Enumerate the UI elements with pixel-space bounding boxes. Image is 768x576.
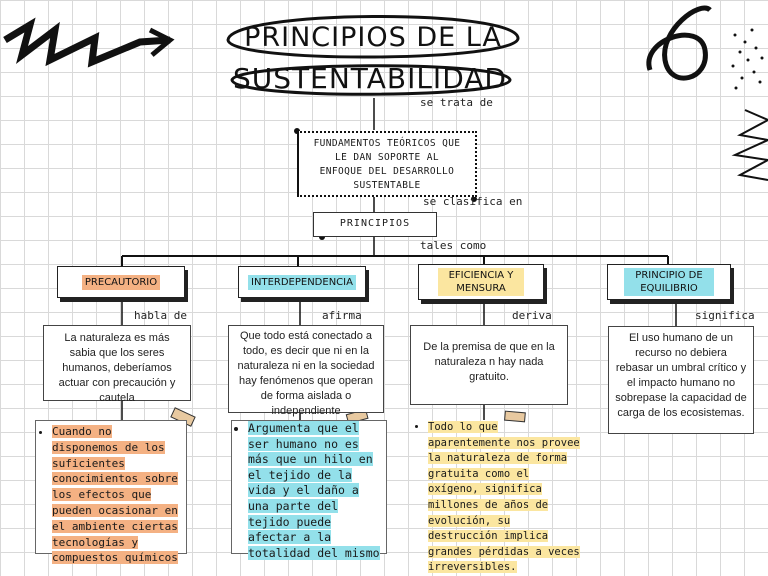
definition-box: FUNDAMENTOS TEÓRICOS QUE LE DAN SOPORTE … [297, 131, 477, 197]
description-equilibrio: El uso humano de un recurso no debiera r… [608, 326, 754, 434]
description-text: La naturaleza es más sabia que los seres… [58, 332, 176, 404]
note-item: Cuando no disponemos de los suficientes … [52, 424, 184, 566]
verb-habla-de: habla de [134, 309, 187, 322]
description-text: De la premisa de que en la naturaleza n … [423, 341, 555, 383]
header-label: PRECAUTORIO [81, 274, 161, 290]
description-interdependencia: Que todo está conectado a todo, es decir… [228, 325, 384, 417]
description-eficiencia: De la premisa de que en la naturaleza n … [410, 325, 568, 405]
verb-significa: significa [695, 309, 755, 322]
title-frame-bottom [230, 64, 512, 96]
note-precautorio: Cuando no disponemos de los suficientes … [35, 420, 187, 565]
zigzag-arrow-head [148, 27, 175, 57]
header-label: PRINCIPIO DE EQUILIBRIO [624, 268, 714, 296]
note-eficiencia: Todo lo que aparentemente nos provee la … [412, 420, 582, 574]
verb-afirma: afirma [322, 309, 362, 322]
principios-box: PRINCIPIOS [313, 212, 437, 237]
header-precautorio: PRECAUTORIO [57, 266, 185, 298]
connector-se-trata-de: se trata de [420, 96, 493, 109]
connector-tales-como: tales como [420, 239, 487, 252]
connector-se-clasifica-en: se clasifica en [423, 195, 523, 208]
header-equilibrio: PRINCIPIO DE EQUILIBRIO [607, 264, 731, 300]
scribble-decoration [731, 109, 768, 181]
page-title-line2: SUSTENTABILIDAD [233, 62, 507, 95]
title-frame-top [226, 14, 520, 59]
header-label: EFICIENCIA Y MENSURA [438, 268, 524, 296]
verb-deriva: deriva [512, 309, 552, 322]
note-item: Todo lo que aparentemente nos provee la … [428, 420, 582, 576]
description-text: Que todo está conectado a todo, es decir… [237, 330, 375, 417]
header-interdependencia: INTERDEPENDENCIA [238, 266, 366, 298]
definition-text: FUNDAMENTOS TEÓRICOS QUE LE DAN SOPORTE … [313, 138, 461, 191]
tape-decoration [504, 410, 526, 423]
header-label: INTERDEPENDENCIA [248, 274, 356, 290]
description-precautorio: La naturaleza es más sabia que los seres… [43, 325, 191, 404]
note-interdependencia: Argumenta que el ser humano no es más qu… [231, 420, 387, 560]
dots-decoration [731, 28, 764, 90]
description-text: El uso humano de un recurso no debiera r… [615, 332, 747, 419]
loop-decoration [646, 5, 712, 81]
header-eficiencia: EFICIENCIA Y MENSURA [418, 264, 544, 300]
zigzag-arrow-decoration [3, 17, 171, 68]
principios-label: PRINCIPIOS [339, 218, 411, 229]
note-item: Argumenta que el ser humano no es más qu… [248, 421, 384, 561]
page-title-line1: PRINCIPIOS DE LA [244, 22, 502, 53]
